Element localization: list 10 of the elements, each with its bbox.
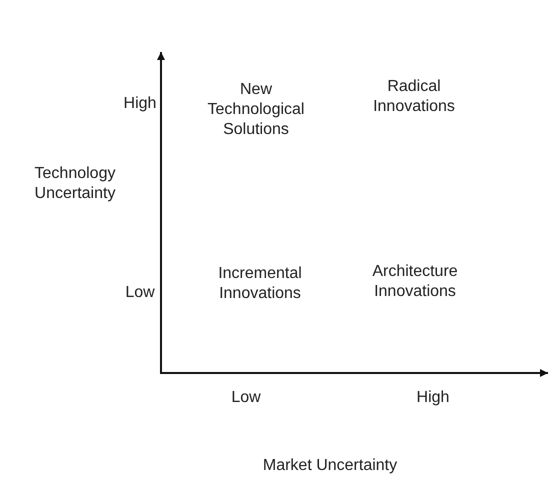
- quadrant-label: Radical Innovations: [372, 77, 456, 117]
- axis-tick-label: High: [122, 94, 158, 114]
- axis-title: Technology Uncertainty: [34, 164, 116, 204]
- quadrant-label: Architecture Innovations: [371, 262, 459, 302]
- axis-tick-label: High: [416, 388, 450, 408]
- axis-title: Market Uncertainty: [262, 456, 398, 476]
- axis-tick-label: Low: [230, 388, 262, 408]
- quadrant-label: Incremental Innovations: [217, 264, 303, 304]
- quadrant-label: New Technological Solutions: [206, 80, 306, 140]
- axis-tick-label: Low: [124, 283, 156, 303]
